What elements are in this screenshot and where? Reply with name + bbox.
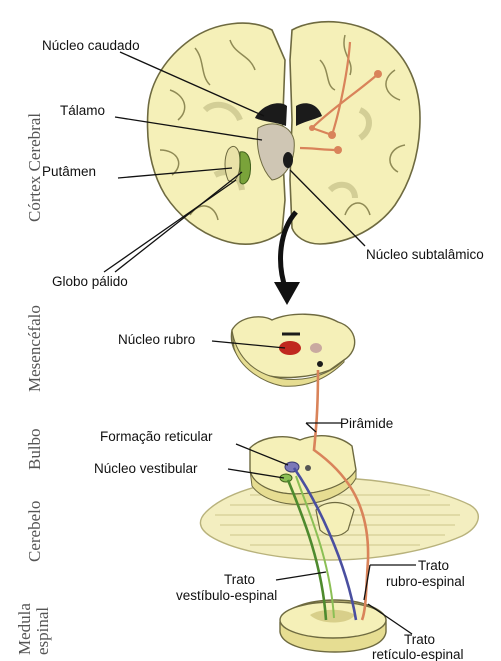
midbrain-block xyxy=(231,314,354,386)
label-trato-rubro-2: rubro-espinal xyxy=(386,574,465,589)
label-nucleo-subtalamico: Núcleo subtalâmico xyxy=(366,247,484,262)
side-label-bulbo: Bulbo xyxy=(25,428,44,470)
label-trato-ret-2: retículo-espinal xyxy=(372,647,464,661)
side-label-medula-2: espinal xyxy=(33,607,52,655)
label-putamen: Putâmen xyxy=(42,164,96,179)
label-nucleo-caudado: Núcleo caudado xyxy=(42,38,140,53)
side-label-cerebelo: Cerebelo xyxy=(25,501,44,562)
globus-pallidus xyxy=(240,152,251,184)
side-label-mesencefalo: Mesencéfalo xyxy=(25,305,44,392)
label-trato-ret-1: Trato xyxy=(404,632,435,647)
label-talamo: Tálamo xyxy=(60,103,105,118)
label-nucleo-rubro: Núcleo rubro xyxy=(118,332,195,347)
putamen xyxy=(225,146,240,181)
side-label-medula-1: Medula xyxy=(15,603,34,655)
label-globo-palido: Globo pálido xyxy=(52,274,128,289)
brain-coronal-section xyxy=(148,22,420,244)
label-trato-rubro-1: Trato xyxy=(418,558,449,573)
subthalamic-nucleus xyxy=(283,152,293,168)
label-piramide: Pirâmide xyxy=(340,416,393,431)
right-hemisphere xyxy=(290,22,420,244)
label-nucleo-vestibular: Núcleo vestibular xyxy=(94,461,198,476)
label-trato-vest-1: Trato xyxy=(224,572,255,587)
label-trato-vest-2: vestíbulo-espinal xyxy=(176,588,277,603)
label-formacao-reticular: Formação reticular xyxy=(100,429,213,444)
